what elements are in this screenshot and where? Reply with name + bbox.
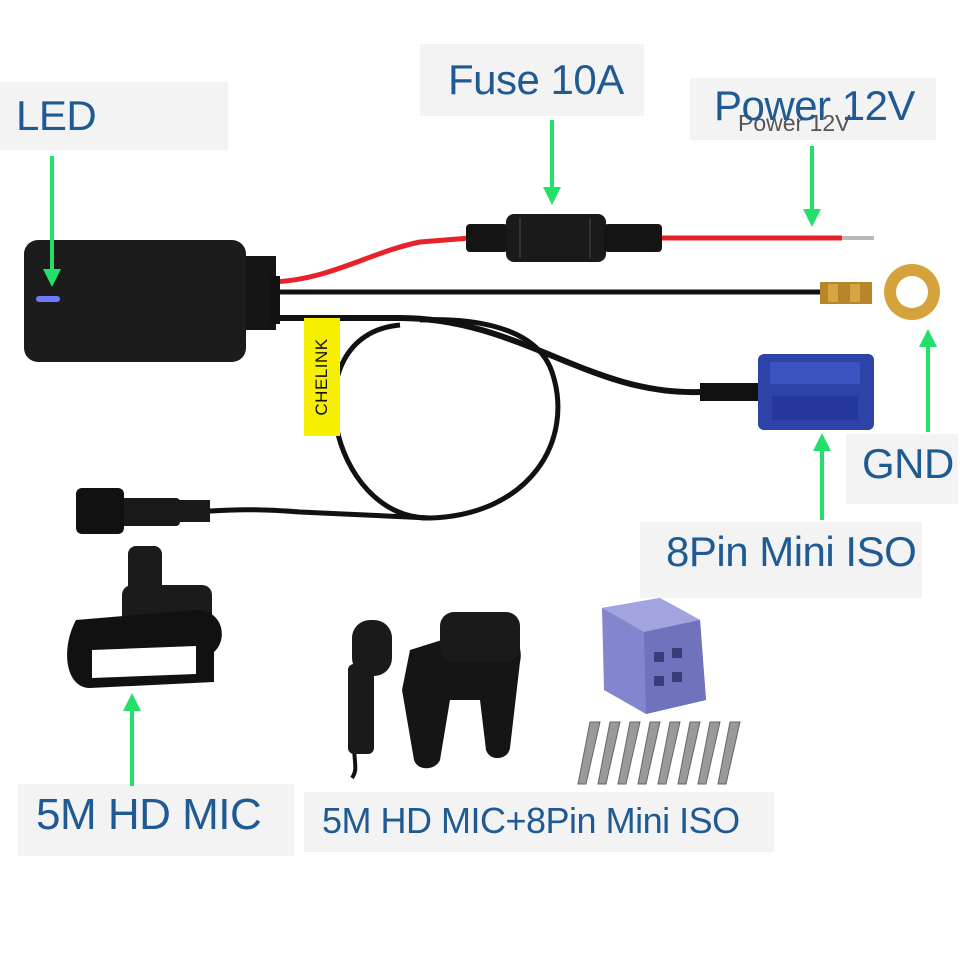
label-hd-mic: 5M HD MIC <box>36 790 262 839</box>
brand-tag: CHELINK <box>304 318 340 436</box>
label-plate-power <box>690 78 936 140</box>
label-power-small: Power 12V <box>738 110 851 136</box>
crimp-pins <box>577 721 741 785</box>
mic-with-clip <box>348 612 521 780</box>
label-plate-iso <box>640 522 922 598</box>
label-power: Power 12V <box>714 82 915 129</box>
label-led: LED <box>16 92 97 139</box>
iso-connector-main <box>700 354 874 430</box>
bluetooth-module <box>24 240 276 362</box>
label-mic-and-iso: 5M HD MIC+8Pin Mini ISO <box>322 800 740 841</box>
fuse-holder <box>466 214 662 262</box>
iso-plug-loose <box>602 598 706 714</box>
mic-clip-left <box>67 546 222 688</box>
label-plate-led <box>0 82 228 150</box>
label-plate-combo <box>304 792 774 852</box>
label-fuse: Fuse 10A <box>448 56 624 103</box>
mic-cable-loop <box>331 317 561 521</box>
label-plate-mic <box>18 784 294 856</box>
label-plate-gnd <box>846 434 958 504</box>
power-wire-red <box>271 235 471 285</box>
label-gnd: GND <box>862 440 954 487</box>
arrows <box>43 120 937 786</box>
label-8pin-mini-iso: 8Pin Mini ISO <box>666 528 917 575</box>
brand-text: CHELINK <box>312 338 331 416</box>
ring-terminal <box>820 264 940 320</box>
mic-plug <box>76 488 210 534</box>
label-plate-fuse <box>420 44 644 116</box>
